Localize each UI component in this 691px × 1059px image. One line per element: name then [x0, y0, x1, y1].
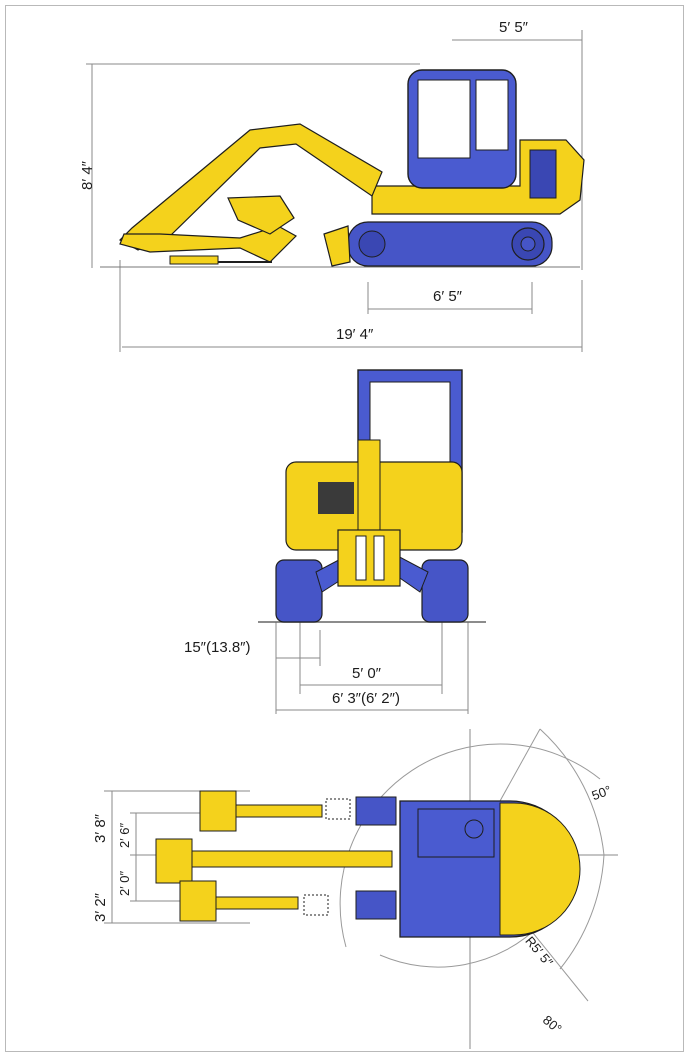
top-upper-structure: [355, 796, 581, 938]
page-border: [5, 5, 684, 1052]
top-dim-offset-left-inner: 2′ 6″: [117, 822, 132, 848]
side-dim-overall-length: 19′ 4″: [336, 326, 374, 343]
front-dim-shoe-width: 15″(13.8″): [184, 639, 251, 656]
side-view-drawing: [86, 30, 585, 352]
front-dim-track-gauge: 5′ 0″: [352, 665, 381, 682]
side-track: [323, 221, 553, 267]
front-upper-structure: [285, 369, 463, 587]
side-dim-cab-width: 5′ 5″: [499, 19, 528, 36]
top-dim-offset-right-outer: 3′ 2″: [92, 893, 109, 922]
top-dim-offset-left-outer: 3′ 8″: [92, 814, 109, 843]
front-dimension-lines: [275, 622, 469, 714]
side-dim-track-length: 6′ 5″: [433, 288, 462, 305]
top-view-drawing: [104, 728, 618, 1049]
top-dim-offset-right-inner: 2′ 0″: [117, 870, 132, 896]
side-dim-height: 8′ 4″: [79, 161, 96, 190]
side-front-attachment: [119, 123, 383, 265]
side-dimension-lines: [86, 30, 583, 352]
front-view-drawing: [258, 369, 486, 714]
top-attachment-positions: [155, 790, 393, 922]
front-dim-overall-width: 6′ 3″(6′ 2″): [332, 690, 400, 707]
side-upper-structure: [371, 69, 585, 215]
